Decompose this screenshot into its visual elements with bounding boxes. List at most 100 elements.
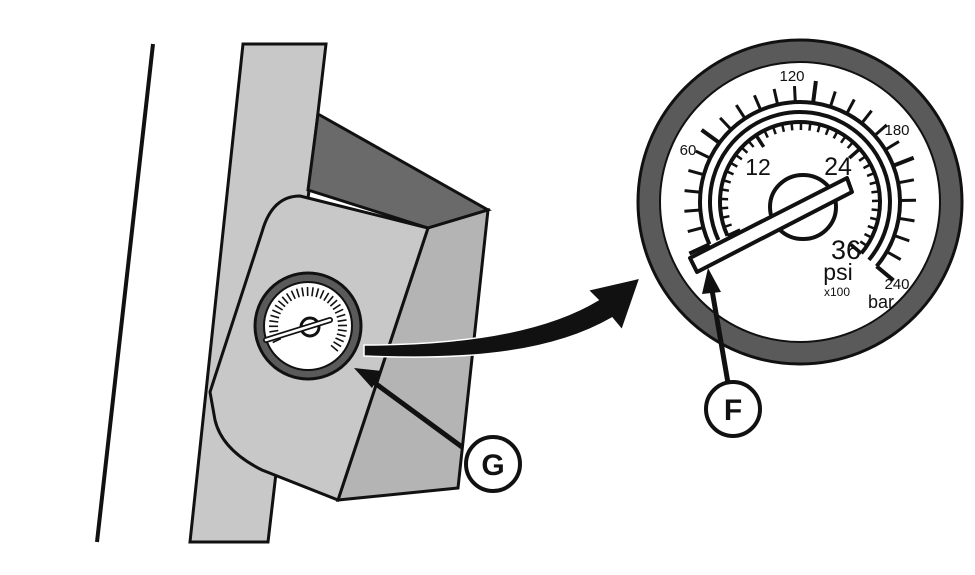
callout-g: G xyxy=(354,368,522,493)
small-gauge-tick xyxy=(290,290,296,300)
large-gauge-needle xyxy=(688,176,854,274)
psi-scale-tick xyxy=(863,232,873,239)
psi-scale-tick xyxy=(866,171,876,178)
small-gauge-tick xyxy=(330,344,339,352)
unit-multiplier: x100 xyxy=(824,285,850,299)
bar-scale-tick xyxy=(735,104,747,120)
bar-scale-tick xyxy=(892,155,915,168)
small-gauge-tick xyxy=(269,329,279,333)
psi-scale-tick xyxy=(849,243,863,255)
bar-label-60: 60 xyxy=(680,142,697,159)
psi-scale-tick xyxy=(858,155,867,162)
psi-scale-arc-outer xyxy=(707,110,892,262)
psi-scale-tick xyxy=(720,188,730,192)
bar-scale-tick xyxy=(897,178,915,185)
bar-scale-tick xyxy=(860,109,873,125)
small-gauge-tick xyxy=(337,319,347,323)
small-gauge-tick xyxy=(281,296,289,305)
callout-f-arrowhead xyxy=(702,268,721,294)
bar-scale-tick xyxy=(811,80,818,104)
psi-scale-tick xyxy=(859,240,868,247)
small-gauge-ticks xyxy=(269,286,348,352)
bar-scale-tick xyxy=(684,208,701,213)
psi-scale-tick xyxy=(780,123,786,133)
bar-scale-tick xyxy=(772,88,780,105)
bar-scale-tick xyxy=(793,86,797,103)
psi-scale-tick xyxy=(720,206,729,210)
magnify-arrow xyxy=(363,276,642,358)
callout-g-label: G xyxy=(481,449,504,482)
callout-g-arrowhead xyxy=(354,368,382,388)
bar-scale-tick xyxy=(684,189,701,194)
psi-scale-tick xyxy=(754,134,766,148)
bar-scale-tick xyxy=(687,226,704,234)
small-gauge-tick xyxy=(315,288,320,298)
psi-scale-tick xyxy=(747,139,755,148)
small-gauge-tick xyxy=(301,287,305,297)
small-gauge-tick xyxy=(269,320,279,323)
small-gauge-tick xyxy=(323,292,330,302)
bar-scale-tick xyxy=(875,264,895,282)
callout-f-label: F xyxy=(724,394,742,427)
psi-scale-tick xyxy=(839,135,847,144)
small-gauge-tick xyxy=(319,289,325,299)
bar-scale-tick xyxy=(828,91,837,108)
unit-psi: psi xyxy=(823,259,852,285)
small-gauge-tick xyxy=(336,333,346,338)
bar-scale-tick xyxy=(719,116,733,131)
psi-scale-tick xyxy=(729,161,738,168)
frame-edge-line xyxy=(95,43,155,543)
psi-scale-tick xyxy=(816,124,822,133)
small-gauge-tick xyxy=(270,314,280,319)
psi-scale-ticks xyxy=(720,121,881,255)
small-gauge xyxy=(253,271,363,381)
bar-label-120: 120 xyxy=(779,68,804,85)
psi-scale-tick xyxy=(871,190,880,194)
small-gauge-tick xyxy=(334,308,344,314)
psi-scale-tick xyxy=(867,224,876,230)
psi-scale-tick xyxy=(721,214,730,220)
psi-scale-tick xyxy=(740,146,749,154)
small-gauge-tick xyxy=(295,288,300,298)
psi-scale-tick xyxy=(824,126,830,136)
bar-scale-tick xyxy=(687,168,705,177)
bar-scale-tick xyxy=(886,250,902,261)
psi-scale-tick xyxy=(726,228,741,238)
bar-label-180: 180 xyxy=(884,122,909,139)
small-gauge-tick xyxy=(285,292,293,302)
psi-scale-tick xyxy=(722,178,732,184)
psi-scale-arc-inner xyxy=(718,120,882,255)
bar-scale-tick xyxy=(884,140,900,152)
bar-scale-tick xyxy=(700,128,721,145)
psi-scale-tick xyxy=(734,153,743,161)
bar-scale-tick xyxy=(688,242,711,256)
psi-label-36: 36 xyxy=(831,235,861,265)
bar-scale-tick xyxy=(753,94,763,111)
psi-scale-tick xyxy=(725,170,734,176)
psi-scale-tick xyxy=(869,216,879,221)
psi-scale-tick xyxy=(832,130,839,139)
callout-f: F xyxy=(702,268,762,438)
psi-scale-tick xyxy=(790,122,794,131)
small-gauge-tick xyxy=(311,287,314,297)
psi-scale-tick xyxy=(871,208,880,212)
small-gauge-tick xyxy=(336,313,346,318)
unit-bar: bar xyxy=(868,292,894,312)
psi-scale-tick xyxy=(862,163,872,170)
small-gauge-tick xyxy=(333,341,342,348)
callout-f-leader xyxy=(709,289,731,384)
small-gauge-tick xyxy=(326,295,334,304)
callout-f-circle xyxy=(704,380,762,438)
callout-g-leader xyxy=(366,375,464,450)
small-gauge-tick xyxy=(274,304,284,311)
small-gauge-tick xyxy=(337,329,347,332)
psi-scale-tick xyxy=(763,129,769,139)
callout-g-circle xyxy=(464,435,522,493)
small-gauge-tick xyxy=(272,337,282,344)
mounting-assembly xyxy=(95,42,492,544)
bar-scale-tick xyxy=(898,216,915,223)
psi-scale-tick xyxy=(723,223,732,229)
small-gauge-tick xyxy=(277,300,286,308)
small-gauge-tick xyxy=(272,309,281,315)
psi-scale-tick xyxy=(848,147,861,160)
